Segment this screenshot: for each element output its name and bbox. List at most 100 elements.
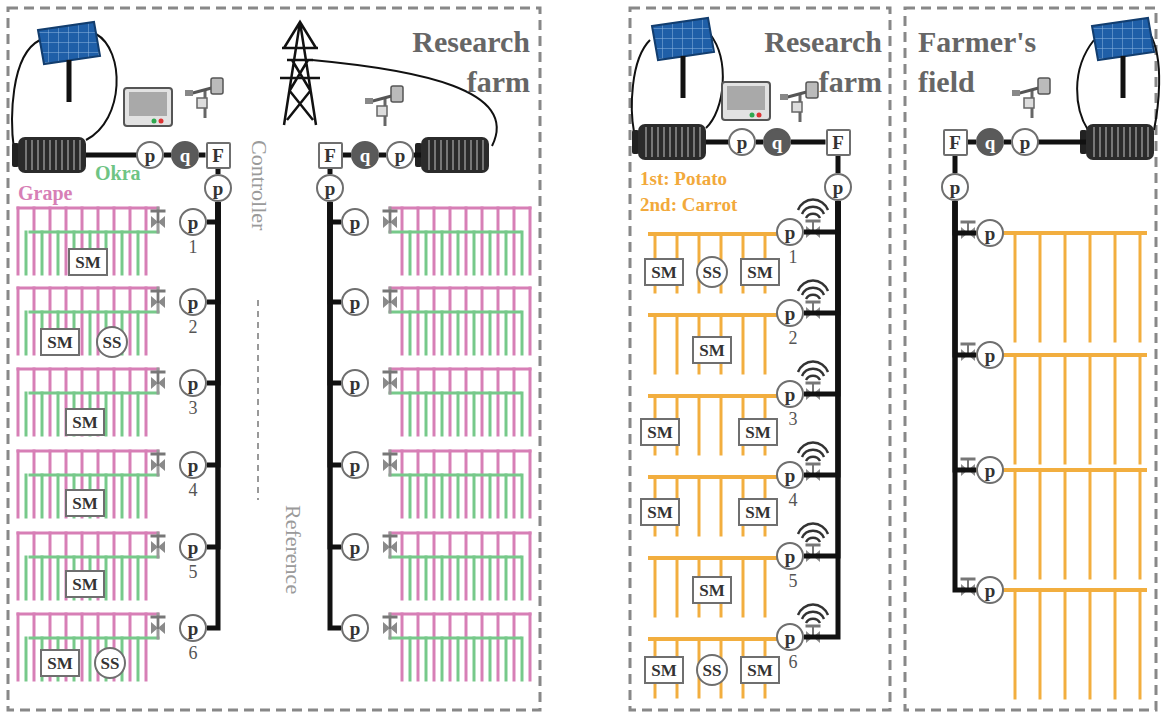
okra-row — [121, 475, 124, 517]
pressure-sensor: p — [179, 288, 207, 316]
potato-pipe — [650, 232, 778, 236]
valve-handle — [384, 453, 396, 456]
grape-row — [401, 451, 404, 517]
water-pipe — [199, 153, 206, 158]
grape-row — [145, 208, 148, 274]
valve-handle — [152, 453, 164, 456]
grape-row — [481, 288, 484, 354]
potato-row — [676, 315, 679, 373]
grape-row — [129, 369, 132, 435]
node-text: SM — [747, 264, 773, 281]
grape-row — [33, 614, 36, 680]
grape-row — [497, 208, 500, 274]
grape-row — [129, 614, 132, 680]
wireless-symbol — [802, 450, 824, 457]
filter-box: F — [206, 142, 231, 169]
grape-row — [145, 369, 148, 435]
potato-row — [676, 558, 679, 616]
okra-row — [409, 638, 412, 680]
soil-sensor: SS — [96, 326, 128, 358]
grape-pipe — [390, 532, 530, 535]
field-row — [1039, 470, 1042, 578]
valve-number: 6 — [787, 652, 800, 673]
grape-row — [529, 533, 532, 599]
field-row — [1064, 590, 1067, 698]
valve-handle — [807, 220, 819, 223]
okra-row — [457, 232, 460, 274]
grape-row — [17, 614, 20, 680]
wireless-symbol — [806, 376, 820, 380]
pressure-sensor: p — [776, 299, 804, 327]
pressure-sensor: p — [341, 614, 369, 642]
okra-row — [425, 312, 428, 354]
okra-row — [521, 232, 524, 274]
pressure-sensor: p — [976, 341, 1004, 369]
valve-stem — [389, 211, 391, 222]
grape-pipe — [18, 207, 158, 210]
soil-sensor: SS — [696, 654, 728, 686]
valve-number: 5 — [187, 562, 200, 583]
soil-moisture-sensor: SM — [692, 336, 732, 364]
wireless-symbol — [798, 443, 828, 453]
okra-row — [441, 638, 444, 680]
grape-row — [481, 533, 484, 599]
field-row — [1014, 590, 1017, 698]
valve-handle — [384, 535, 396, 538]
grape-row — [465, 451, 468, 517]
node-text: p — [985, 346, 996, 365]
grape-row — [497, 614, 500, 680]
pressure-sensor: p — [341, 533, 369, 561]
grape-row — [33, 288, 36, 354]
grape-row — [145, 614, 148, 680]
grape-row — [433, 208, 436, 274]
okra-row — [505, 475, 508, 517]
wireless-symbol — [802, 369, 824, 376]
grape-pipe — [18, 368, 158, 371]
grape-pipe — [18, 532, 158, 535]
node-text: F — [324, 146, 336, 165]
node-text: p — [950, 178, 961, 197]
okra-row — [473, 312, 476, 354]
okra-row — [425, 638, 428, 680]
okra-row — [409, 475, 412, 517]
valve-handle — [807, 463, 819, 466]
grape-row — [81, 614, 84, 680]
node-text: q — [360, 146, 371, 165]
okra-row — [121, 393, 124, 435]
power-tower — [280, 22, 320, 125]
field-row — [1064, 470, 1067, 578]
node-text: SM — [651, 662, 677, 679]
water-pipe — [756, 140, 763, 145]
grape-pipe — [18, 287, 158, 290]
node-text: SM — [745, 504, 771, 521]
node-text: p — [985, 581, 996, 600]
okra-row — [457, 312, 460, 354]
soil-moisture-sensor: SM — [740, 656, 780, 684]
soil-moisture-sensor: SM — [644, 656, 684, 684]
okra-row — [441, 557, 444, 599]
potato-row — [720, 396, 723, 454]
grape-pipe — [18, 450, 158, 453]
okra-row — [457, 638, 460, 680]
potato-row — [654, 315, 657, 373]
grape-row — [529, 288, 532, 354]
potato-pipe — [650, 394, 778, 398]
okra-row — [121, 232, 124, 274]
node-text: SM — [72, 414, 98, 431]
pressure-sensor: p — [776, 218, 804, 246]
soil-moisture-sensor: SM — [40, 328, 80, 356]
grape-row — [465, 369, 468, 435]
grape-row — [465, 208, 468, 274]
crop-label: 1st: Potato — [640, 168, 727, 190]
pressure-sensor: p — [341, 288, 369, 316]
field-row — [1039, 355, 1042, 463]
okra-row — [489, 557, 492, 599]
field-row — [1089, 470, 1092, 578]
grape-row — [49, 451, 52, 517]
okra-row — [521, 475, 524, 517]
grape-row — [113, 369, 116, 435]
wireless-symbol — [802, 531, 824, 538]
field-row — [1089, 233, 1092, 341]
valve-handle — [807, 544, 819, 547]
filter-box: F — [943, 129, 968, 156]
